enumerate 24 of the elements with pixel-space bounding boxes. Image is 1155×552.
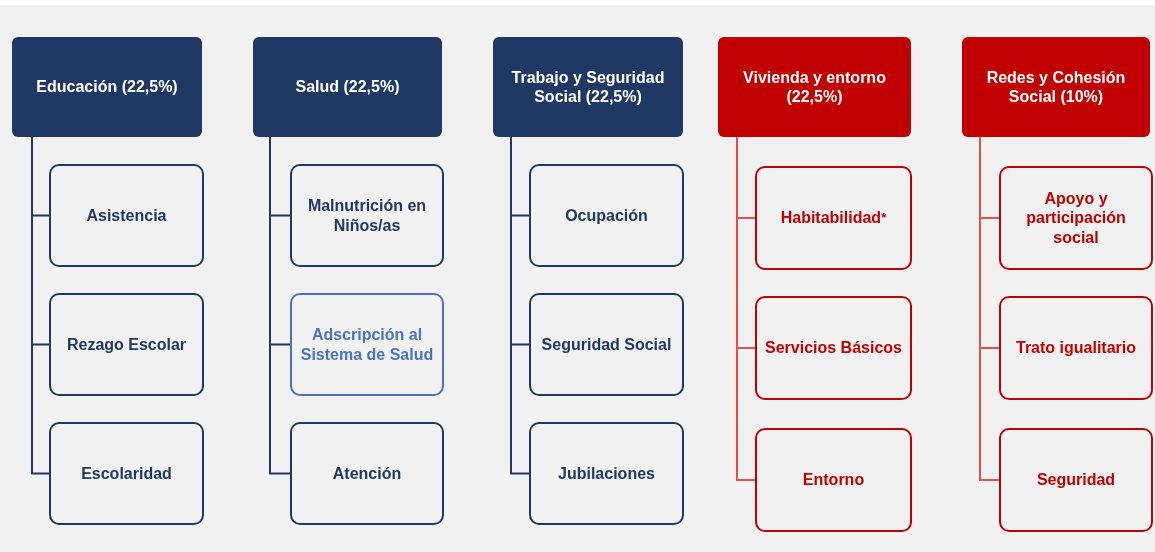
- indicator-box: Atención: [290, 422, 444, 525]
- indicator-box: Jubilaciones: [529, 422, 684, 525]
- connector-line: [510, 136, 530, 475]
- indicator-box: Seguridad Social: [529, 293, 684, 396]
- indicator-box: Escolaridad: [49, 422, 204, 525]
- dimension-header-box: Redes y Cohesión Social (10%): [962, 37, 1150, 137]
- indicator-box: Apoyo y participación social: [999, 166, 1153, 270]
- dimension-header-box: Salud (22,5%): [253, 37, 442, 137]
- connector-line: [269, 136, 291, 475]
- indicator-box: Malnutrición en Niños/as: [290, 164, 444, 267]
- indicator-box: Rezago Escolar: [49, 293, 204, 396]
- indicator-box: Entorno: [755, 428, 912, 532]
- connector-line: [979, 136, 1000, 481]
- indicator-box: Seguridad: [999, 428, 1153, 532]
- connector-line: [31, 136, 50, 475]
- indicator-box: Ocupación: [529, 164, 684, 267]
- dimension-header-box: Educación (22,5%): [12, 37, 202, 137]
- dimension-header-box: Vivienda y entorno (22,5%): [718, 37, 911, 137]
- indicator-box: Servicios Básicos: [755, 296, 912, 400]
- indicator-box: Adscripción al Sistema de Salud: [290, 293, 444, 396]
- connector-line: [736, 136, 756, 481]
- indicator-box: Asistencia: [49, 164, 204, 267]
- indicator-box: Trato igualitario: [999, 296, 1153, 400]
- dimension-header-box: Trabajo y Seguridad Social (22,5%): [493, 37, 683, 137]
